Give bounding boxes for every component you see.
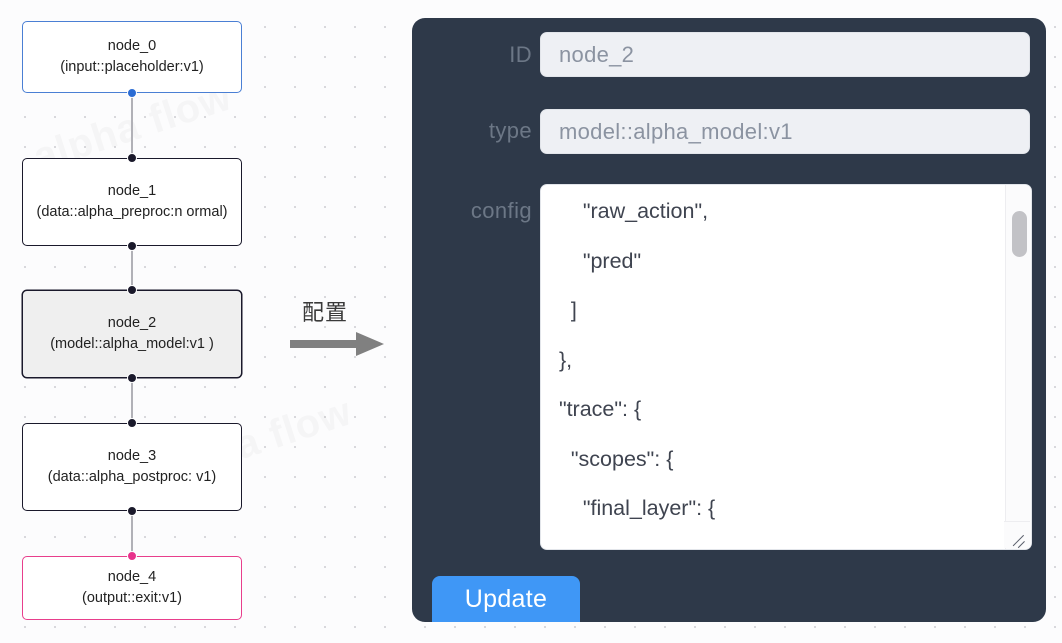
edge-node1-node2	[131, 245, 133, 293]
node-subtitle: (model::alpha_model:v1 )	[50, 336, 214, 352]
node-title: node_0	[107, 38, 157, 54]
graph-node-node_2[interactable]: node_2 (model::alpha_model:v1 )	[22, 290, 242, 378]
node_0-source-handle[interactable]	[127, 88, 137, 98]
graph-node-node_1[interactable]: node_1 (data::alpha_preproc:n ormal)	[22, 158, 242, 246]
node-title: node_3	[107, 448, 157, 464]
graph-node-node_0[interactable]: node_0 (input::placeholder:v1)	[22, 21, 242, 93]
node-graph-canvas[interactable]: alpha flow alpha flow node_0 (input::pla…	[0, 0, 400, 643]
node_3-source-handle[interactable]	[127, 506, 137, 516]
node-config-panel: ID node_2 type model::alpha_model:v1 con…	[412, 18, 1046, 622]
node_2-source-handle[interactable]	[127, 373, 137, 383]
type-input[interactable]: model::alpha_model:v1	[540, 109, 1030, 154]
flow-annotation-label: 配置	[302, 301, 349, 326]
edge-node3-node4	[131, 508, 133, 556]
node-subtitle: (data::alpha_preproc:n ormal)	[36, 204, 228, 220]
node_3-target-handle[interactable]	[127, 418, 137, 428]
graph-node-node_3[interactable]: node_3 (data::alpha_postproc: v1)	[22, 423, 242, 511]
node-title: node_2	[107, 315, 157, 331]
flow-annotation: 配置	[290, 295, 400, 365]
config-scrollbar-thumb[interactable]	[1012, 211, 1027, 257]
node-label: node_3 (data::alpha_postproc: v1)	[48, 446, 216, 488]
update-button[interactable]: Update	[432, 576, 580, 622]
node-title: node_1	[107, 183, 157, 199]
id-label: ID	[509, 42, 532, 67]
edge-node0-node1	[131, 90, 133, 158]
id-input[interactable]: node_2	[540, 32, 1030, 77]
node-label: node_4 (output::exit:v1)	[82, 567, 182, 609]
node_1-target-handle[interactable]	[127, 153, 137, 163]
node-label: node_1 (data::alpha_preproc:n ormal)	[36, 181, 227, 223]
graph-node-node_4[interactable]: node_4 (output::exit:v1)	[22, 556, 242, 620]
edge-node2-node3	[131, 375, 133, 423]
node-title: node_4	[107, 569, 157, 585]
config-label: config	[470, 198, 532, 223]
node-subtitle: (input::placeholder:v1)	[60, 59, 204, 75]
node-label: node_0 (input::placeholder:v1)	[60, 36, 203, 78]
node_4-target-handle[interactable]	[127, 551, 137, 561]
node_2-target-handle[interactable]	[127, 285, 137, 295]
node-subtitle: (output::exit:v1)	[82, 590, 182, 606]
node_1-source-handle[interactable]	[127, 241, 137, 251]
arrow-right-icon	[290, 332, 384, 356]
node-label: node_2 (model::alpha_model:v1 )	[50, 313, 214, 355]
config-textarea-wrapper[interactable]: "raw_action", "pred" ] }, "trace": { "sc…	[540, 184, 1032, 550]
config-scrollbar[interactable]	[1005, 185, 1031, 549]
resize-grip-icon[interactable]	[1004, 521, 1030, 548]
config-textarea[interactable]: "raw_action", "pred" ] }, "trace": { "sc…	[558, 199, 743, 549]
type-label: type	[488, 118, 532, 143]
node-subtitle: (data::alpha_postproc: v1)	[47, 469, 217, 485]
